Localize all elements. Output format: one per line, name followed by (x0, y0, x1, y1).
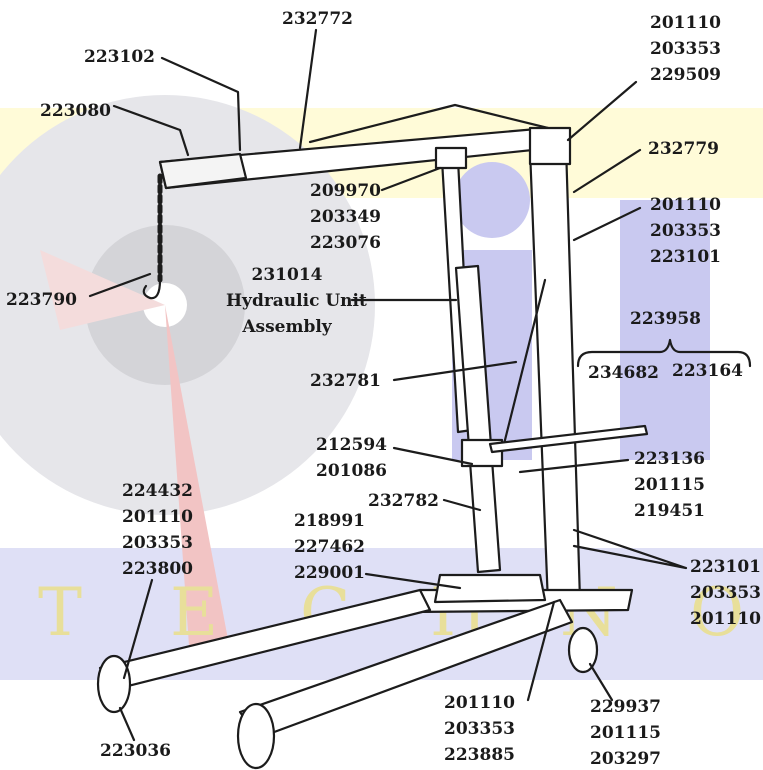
part-name: Hydraulic Unit (226, 291, 367, 311)
boom-brace (308, 103, 550, 144)
part-number: 209970 (310, 181, 381, 201)
leader-201110-mast (572, 206, 642, 242)
part-label-232779: 232779 (648, 139, 719, 159)
base-strut (433, 573, 547, 604)
part-number: 203353 (650, 221, 721, 241)
leader-223036 (118, 706, 136, 742)
part-number: 223800 (122, 559, 193, 579)
part-number: 219451 (634, 501, 705, 521)
part-number: 203297 (590, 749, 661, 769)
leader-223101-low (572, 528, 688, 570)
part-number: 201115 (634, 475, 705, 495)
leader-223790 (88, 272, 152, 298)
part-label-232781: 232781 (310, 371, 381, 391)
leader-229001 (364, 572, 462, 590)
part-number: 223101 (650, 247, 721, 267)
part-label-232772: 232772 (282, 9, 353, 29)
pump-handle (488, 424, 649, 454)
part-label-223102: 223102 (84, 47, 155, 67)
part-number: 201086 (316, 461, 387, 481)
part-number: 201110 (122, 507, 193, 527)
part-label-group-front-wheel: 201110 203353 223885 (444, 690, 515, 768)
leader-232772 (298, 28, 318, 150)
watermark-letter: O (690, 574, 745, 651)
part-number: 223885 (444, 745, 515, 765)
part-number: 223101 (690, 557, 761, 577)
watermark-letter: T (38, 574, 83, 651)
part-label-group-left-leg: 224432 201110 203353 223800 (122, 478, 193, 582)
part-number: 203353 (444, 719, 515, 739)
part-label-223790: 223790 (6, 290, 77, 310)
part-number: 201110 (650, 195, 721, 215)
part-number: 201115 (590, 723, 661, 743)
part-number: 201110 (444, 693, 515, 713)
leader-232781 (392, 360, 518, 382)
part-number: 203353 (650, 39, 721, 59)
part-label-223958: 223958 (630, 309, 701, 329)
part-number: 229001 (294, 563, 365, 583)
part-label-group-base-center: 218991 227462 229001 (294, 508, 365, 586)
part-number: 229937 (590, 697, 661, 717)
leader-209970 (380, 166, 442, 192)
part-number: 218991 (294, 511, 365, 531)
boom-tube (158, 152, 248, 190)
mast-cap (528, 126, 572, 166)
leader-229937 (588, 662, 614, 702)
watermark-letter-dot (454, 162, 530, 238)
part-label-group-handle-socket: 223136 201115 219451 (634, 446, 705, 524)
leader-223080 (112, 104, 190, 157)
part-number: 201110 (650, 13, 721, 33)
part-label-group-top-right: 201110 203353 229509 (650, 10, 721, 88)
part-label-223080: 223080 (40, 101, 111, 121)
wheel-right-rear (567, 626, 599, 674)
leader-201110-top (566, 80, 638, 142)
part-label-group-right-base: 223101 203353 201110 (690, 554, 761, 632)
part-number: 223136 (634, 449, 705, 469)
watermark-letter-blue-2 (620, 200, 710, 460)
wheel-left-rear (96, 654, 132, 714)
part-number: 203353 (690, 583, 761, 603)
part-number: 203353 (122, 533, 193, 553)
leader-232779 (572, 148, 642, 194)
leader-223800 (122, 578, 154, 680)
wheel-right-front (236, 702, 276, 770)
watermark-red-beam-2 (40, 250, 165, 330)
watermark-red-beam (165, 305, 230, 660)
mast-brace (498, 278, 547, 462)
part-name: Assembly (242, 317, 332, 337)
part-number: 223076 (310, 233, 381, 253)
part-number: 227462 (294, 537, 365, 557)
part-label-group-mast-right: 201110 203353 223101 (650, 192, 721, 270)
part-label-group-boom-bracket: 209970 203349 223076 (310, 178, 381, 256)
part-label-group-rear-wheel: 229937 201115 203297 (590, 694, 661, 770)
leader-223136 (518, 458, 630, 474)
leader-223885 (526, 600, 556, 702)
ram-bracket (434, 146, 468, 170)
leader-223102 (160, 56, 242, 152)
hydraulic-cylinder (454, 264, 502, 574)
part-number: 231014 (251, 265, 323, 285)
watermark-letter: E (170, 574, 219, 651)
leader-232782 (442, 498, 482, 512)
part-label-group-pump: 212594 201086 (316, 432, 387, 484)
part-label-234682: 234682 (588, 363, 659, 383)
leader-212594 (392, 446, 474, 466)
part-number: 212594 (316, 435, 387, 455)
hook (142, 278, 162, 300)
part-number: 229509 (650, 65, 721, 85)
part-label-223036: 223036 (100, 741, 171, 761)
bracket-223958 (576, 338, 752, 368)
part-number: 201110 (690, 609, 761, 629)
part-number: 203349 (310, 207, 381, 227)
mast (528, 144, 582, 606)
part-label-223164: 223164 (672, 361, 743, 381)
part-number: 224432 (122, 481, 193, 501)
part-label-232782: 232782 (368, 491, 439, 511)
part-label-hydraulic-unit: 231014 Hydraulic Unit Assembly (226, 262, 367, 340)
